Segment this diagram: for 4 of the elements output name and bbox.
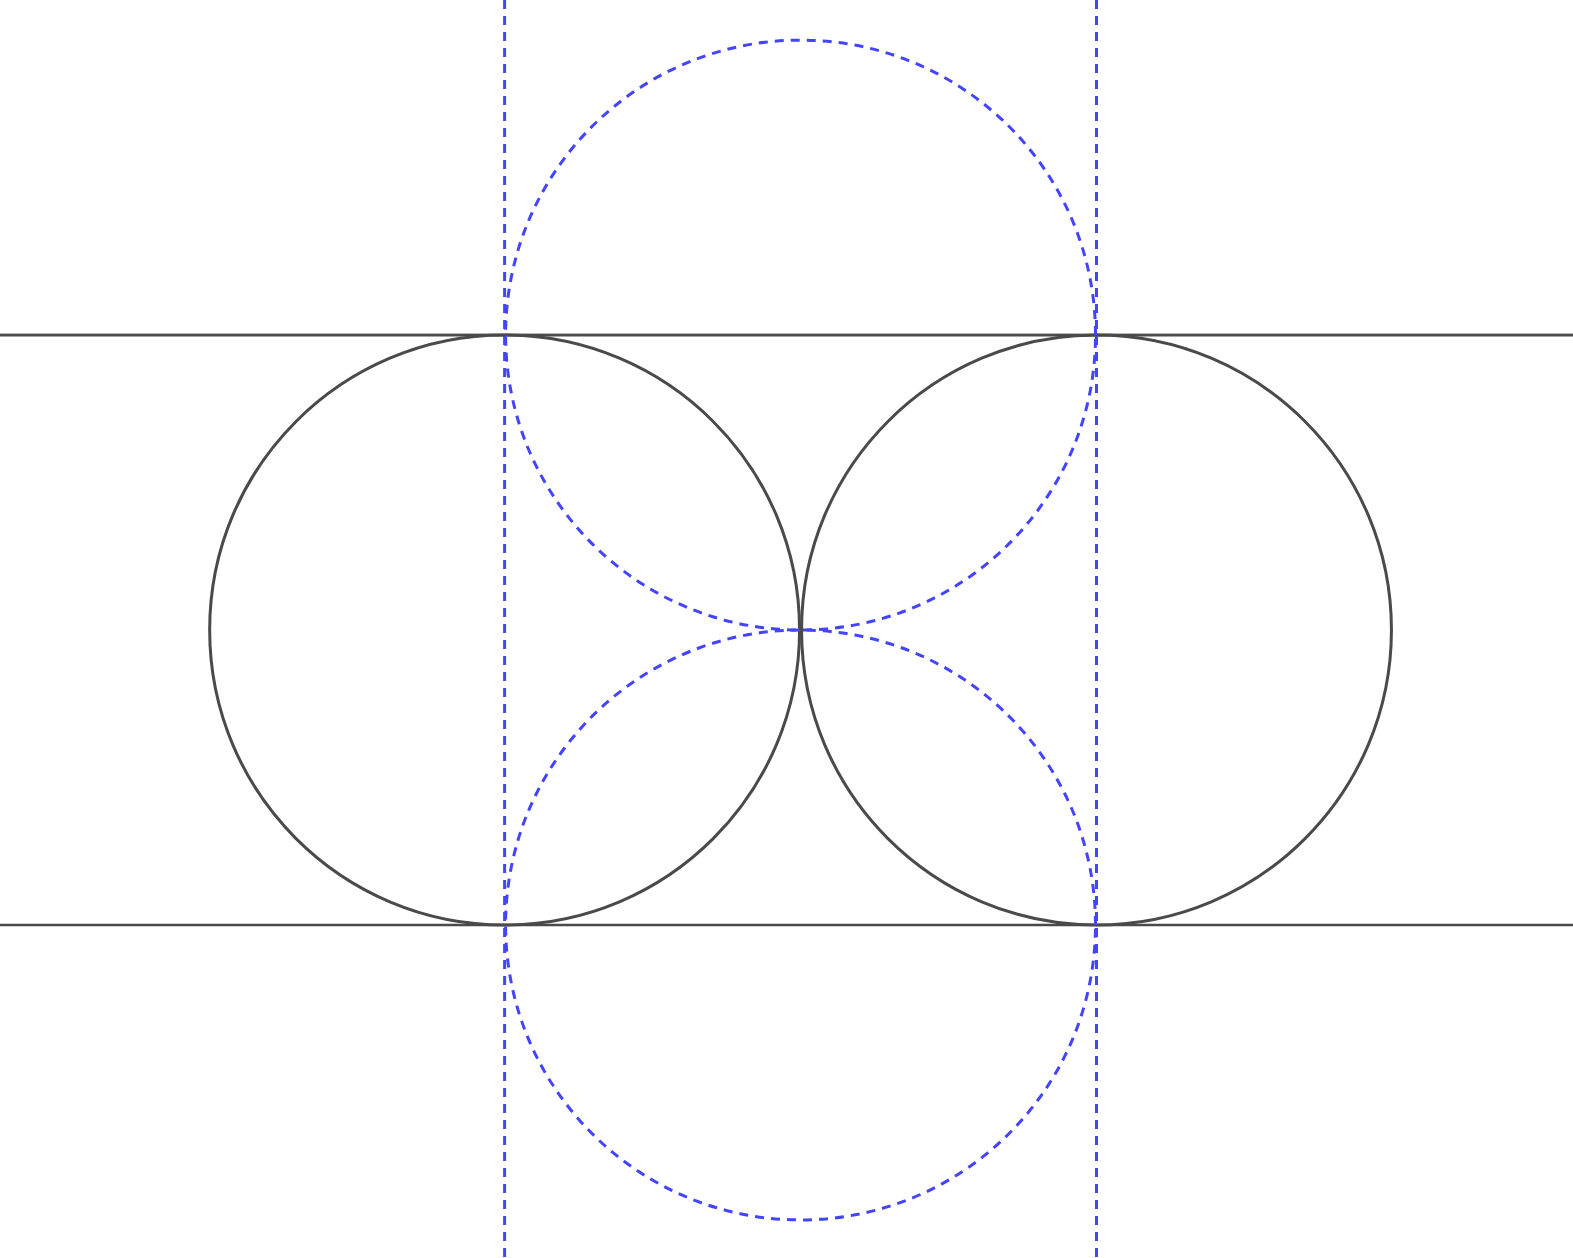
circle xyxy=(800,333,1393,927)
dashed-circle xyxy=(504,628,1097,1222)
dashed-circle xyxy=(504,38,1097,632)
circle xyxy=(208,333,802,927)
